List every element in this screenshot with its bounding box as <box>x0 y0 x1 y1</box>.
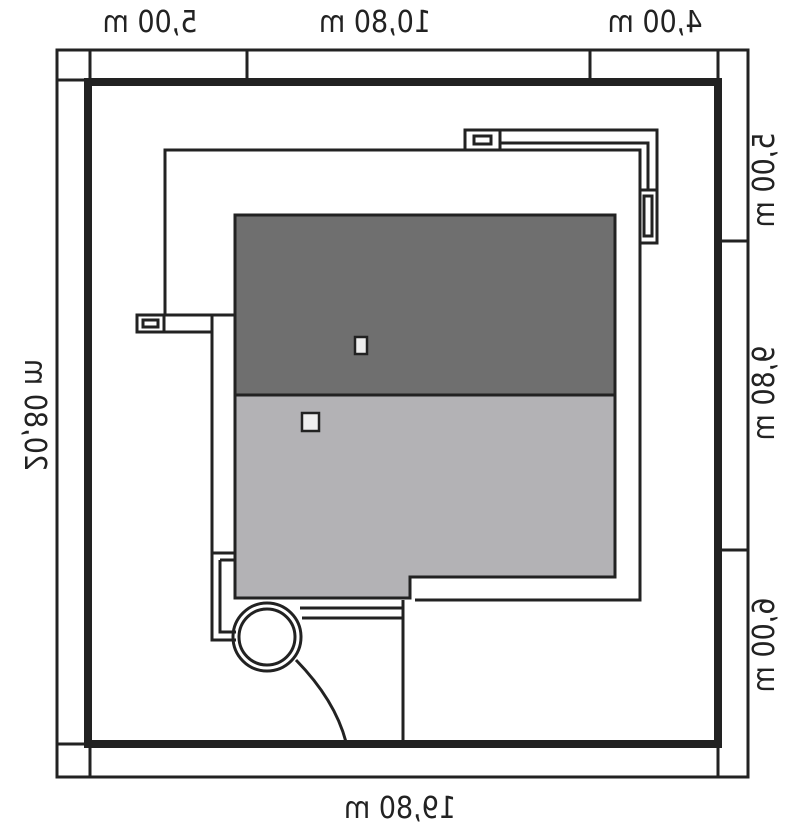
house-roof-dark <box>233 213 617 397</box>
dim-right-bottom: 6,00 m <box>747 598 782 693</box>
dim-right-top: 5,00 m <box>747 133 782 228</box>
chimney <box>353 335 369 356</box>
chimney <box>300 411 321 433</box>
plot-dimension-frame <box>55 48 750 779</box>
dim-bottom: 19,80 m <box>344 791 456 826</box>
house-roof-light <box>233 393 617 600</box>
dim-left: 20,80 m <box>17 359 52 471</box>
dim-top-middle: 10,80 m <box>319 5 431 40</box>
dim-right-middle: 9,80 m <box>747 346 782 441</box>
dim-top-left: 5,00 m <box>103 5 198 40</box>
dim-top-right: 4,00 m <box>608 5 703 40</box>
terrace-outline <box>135 128 659 744</box>
